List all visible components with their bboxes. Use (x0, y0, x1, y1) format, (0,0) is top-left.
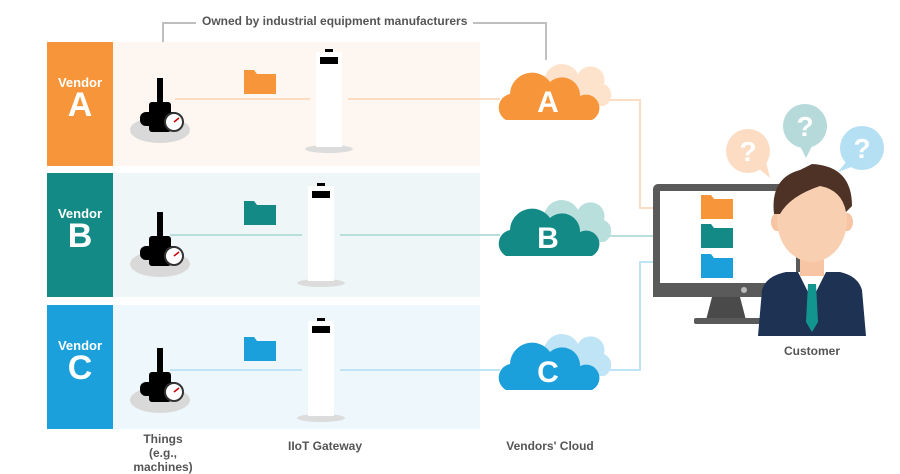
folder-c-icon (244, 337, 276, 361)
cloud-c-icon (498, 334, 612, 390)
caption-things-line2: (e.g., machines) (133, 446, 193, 474)
vendor-c-row (47, 305, 480, 429)
question-mark-orange: ? (739, 136, 756, 167)
vendor-b-tag: Vendor B (47, 173, 113, 297)
vendor-a-word: Vendor (57, 75, 103, 90)
vendor-c-word: Vendor (57, 338, 103, 353)
caption-cloud: Vendors' Cloud (506, 439, 594, 453)
question-mark-blue: ? (853, 133, 870, 164)
cloud-a-letter: A (537, 86, 559, 119)
cloud-b-letter: B (537, 222, 559, 255)
folder-b-icon (244, 201, 276, 225)
gateway-c-icon: #gc .gfill{fill:#1ba0dc}#gc .gstroke{str… (297, 318, 345, 422)
customer-avatar-icon (758, 164, 866, 336)
valve-b-icon: #vb .pipe{fill:#9ad08f}#vb .body{fill:#4… (129, 198, 191, 278)
vendor-c-tag: Vendor C (47, 305, 113, 429)
question-bubble-blue-icon (838, 126, 884, 172)
vendor-b-word: Vendor (57, 206, 103, 221)
caption-customer: Customer (783, 344, 840, 358)
vendor-a-letter: A (67, 86, 93, 124)
vendor-a-tag: Vendor A (47, 42, 113, 166)
question-mark-teal: ? (796, 111, 813, 142)
caption-things-line1: Things (143, 432, 183, 446)
valve-c-icon: #vc .pipe{fill:#6cc6ee}#vc .body{fill:#2… (129, 334, 191, 414)
vendor-a-row (47, 42, 480, 166)
cloud-c-letter: C (537, 356, 559, 389)
folder-a-icon (244, 70, 276, 94)
question-bubble-orange-icon (726, 129, 770, 178)
vendor-b-letter: B (67, 217, 93, 255)
gateway-a-icon: #ga .gfill{fill:#f7953b}#ga .gstroke{str… (305, 49, 353, 153)
question-bubble-teal-icon (783, 104, 827, 158)
vendor-c-letter: C (67, 349, 93, 387)
caption-things: Things (e.g., machines) (118, 432, 208, 474)
valve-a-icon: #va .pipe{fill:#f5a653}#va .body{fill:#9… (129, 64, 191, 144)
cloud-b-icon (498, 200, 612, 256)
ownership-label: Owned by industrial equipment manufactur… (196, 14, 474, 28)
cloud-a-icon (498, 64, 612, 120)
caption-gateway: IIoT Gateway (287, 439, 363, 453)
gateway-b-icon: #gb .gfill{fill:#138a85}#gb .gstroke{str… (297, 183, 345, 287)
